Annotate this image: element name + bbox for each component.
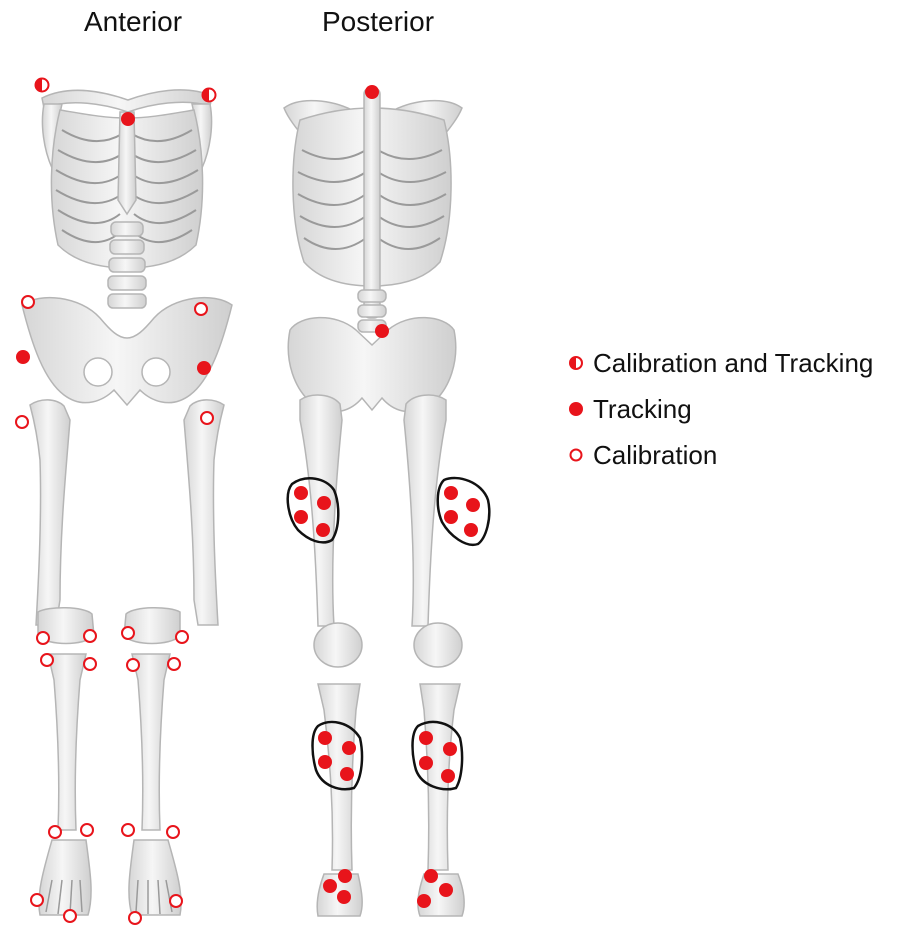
calibration-marker: [84, 658, 96, 670]
calibration-marker: [49, 826, 61, 838]
anterior-skeleton: [22, 90, 232, 915]
calib-tracking-marker: [203, 89, 216, 102]
tracking-marker: [318, 731, 332, 745]
tracking-marker: [317, 496, 331, 510]
calibration-marker: [129, 912, 141, 924]
calibration-marker: [127, 659, 139, 671]
tracking-marker: [121, 112, 135, 126]
anterior-left-femur: [30, 400, 70, 625]
tracking-marker: [466, 498, 480, 512]
calibration-marker: [195, 303, 207, 315]
calibration-marker: [176, 631, 188, 643]
tracking-marker: [337, 890, 351, 904]
calibration-marker: [122, 824, 134, 836]
posterior-right-condyle: [414, 623, 462, 667]
calib-tracking-marker: [36, 79, 49, 92]
calibration-marker: [31, 894, 43, 906]
anterior-sternum: [118, 112, 136, 214]
tracking-marker: [375, 324, 389, 338]
tracking-marker: [464, 523, 478, 537]
tracking-marker: [16, 350, 30, 364]
tracking-marker: [424, 869, 438, 883]
tracking-marker: [338, 869, 352, 883]
legend-label: Calibration and Tracking: [593, 348, 873, 379]
anterior-clavicles: [42, 90, 212, 112]
legend-label: Calibration: [593, 440, 717, 471]
half-filled-circle-icon: [568, 355, 584, 371]
tracking-marker: [444, 510, 458, 524]
tracking-marker: [340, 767, 354, 781]
tracking-marker: [342, 741, 356, 755]
legend-label: Tracking: [593, 394, 692, 425]
calibration-marker: [167, 826, 179, 838]
anterior-left-tibia: [48, 654, 86, 830]
calibration-marker: [122, 627, 134, 639]
tracking-marker: [444, 486, 458, 500]
tracking-marker: [294, 510, 308, 524]
calibration-marker: [201, 412, 213, 424]
tracking-marker: [417, 894, 431, 908]
calibration-marker: [16, 416, 28, 428]
tracking-marker: [318, 755, 332, 769]
tracking-marker: [294, 486, 308, 500]
tracking-marker: [439, 883, 453, 897]
calibration-marker: [37, 632, 49, 644]
calibration-marker: [64, 910, 76, 922]
calibration-marker: [41, 654, 53, 666]
anterior-left-foot: [39, 840, 91, 915]
calibration-marker: [81, 824, 93, 836]
cluster-right-thigh: [438, 478, 490, 545]
tracking-marker: [443, 742, 457, 756]
tracking-marker: [323, 879, 337, 893]
filled-circle-icon: [568, 401, 584, 417]
anterior-right-femur: [184, 400, 224, 625]
calibration-marker: [84, 630, 96, 642]
calibration-marker: [168, 658, 180, 670]
posterior-left-femur: [300, 395, 342, 626]
anterior-left-obturator: [84, 358, 112, 386]
tracking-marker: [419, 756, 433, 770]
tracking-marker: [441, 769, 455, 783]
tracking-marker: [419, 731, 433, 745]
anterior-right-obturator: [142, 358, 170, 386]
calibration-marker: [22, 296, 34, 308]
posterior-left-tibia: [318, 684, 360, 870]
tracking-marker: [365, 85, 379, 99]
tracking-marker: [197, 361, 211, 375]
open-circle-icon: [568, 447, 584, 463]
anterior-right-tibia: [132, 654, 170, 830]
posterior-left-condyle: [314, 623, 362, 667]
tracking-marker: [316, 523, 330, 537]
anterior-lumbar-spine: [108, 222, 146, 308]
calibration-marker: [170, 895, 182, 907]
